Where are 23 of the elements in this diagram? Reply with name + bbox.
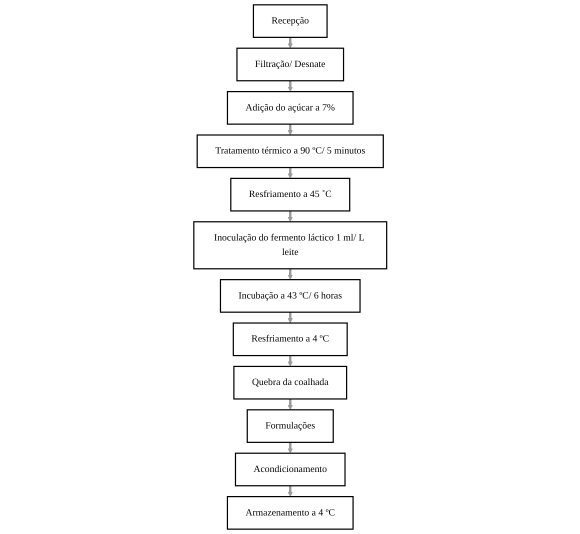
node-box: Tratamento térmico a 90 ºC/ 5 minutos	[196, 134, 384, 168]
arrow	[287, 312, 293, 324]
arrow	[287, 124, 293, 136]
node-box: Acondicionamento	[234, 452, 346, 486]
arrow	[287, 355, 293, 367]
node-box: Incubação a 43 ºC/ 6 horas	[220, 279, 360, 313]
node-box: Resfriamento a 4 ºC	[232, 322, 348, 356]
node-box: Quebra da coalhada	[233, 366, 347, 400]
arrow	[287, 268, 293, 280]
node-box: Recepção	[252, 4, 328, 38]
arrow	[287, 80, 293, 92]
arrow	[287, 442, 293, 454]
node-box: Formulações	[246, 409, 334, 443]
arrow	[287, 210, 293, 222]
node-box: Resfriamento a 45 ˚C	[230, 178, 350, 212]
arrow	[287, 485, 293, 497]
arrow	[287, 167, 293, 179]
node-box: Filtração/ Desnate	[236, 48, 344, 82]
node-box: Armazenamento a 4 ºC	[226, 496, 354, 530]
node-box: Inoculação do fermento láctico 1 ml/ L leite	[192, 221, 388, 270]
arrow	[287, 398, 293, 410]
node-box: Adição do açúcar a 7%	[226, 91, 354, 125]
arrow	[287, 37, 293, 48]
